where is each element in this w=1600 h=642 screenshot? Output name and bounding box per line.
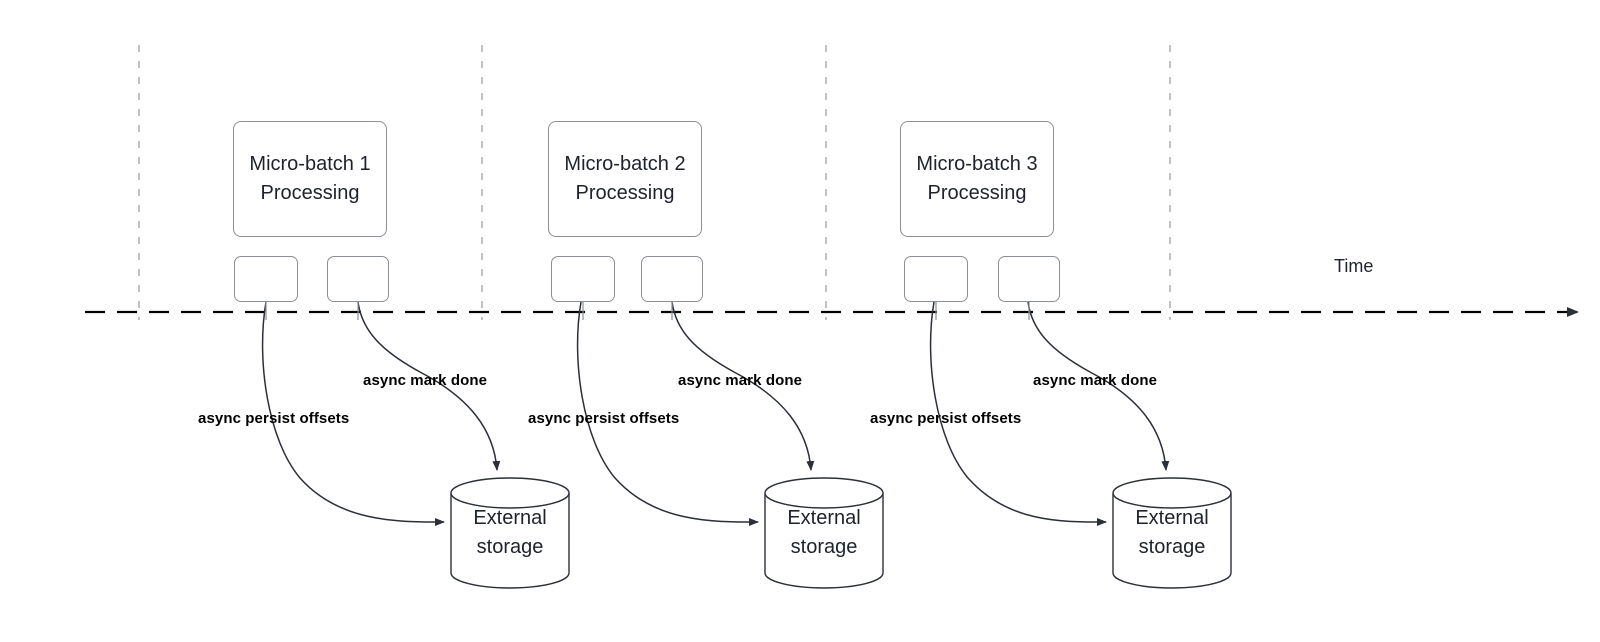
task-box-3b[interactable] (998, 256, 1060, 302)
micro-batch-box-1[interactable]: Micro-batch 1 Processing (233, 121, 387, 237)
time-axis-label: Time (1334, 256, 1374, 276)
task-timeline-connectors (265, 302, 1030, 320)
async-mark-done-3 (1027, 301, 1170, 471)
task-box-3a[interactable] (904, 256, 968, 302)
edges-group (261, 301, 1170, 527)
async-persist-offsets-2 (576, 301, 759, 527)
async-mark-done-1-label: async mark done (363, 372, 488, 389)
task-box-2b[interactable] (641, 256, 703, 302)
external-storage-cylinder-2 (764, 477, 884, 589)
async-mark-done-2-label: async mark done (678, 372, 803, 389)
async-persist-offsets-1-label: async persist offsets (198, 410, 350, 427)
async-mark-done-2 (671, 301, 815, 471)
task-box-2a[interactable] (551, 256, 615, 302)
async-persist-offsets-3-label: async persist offsets (870, 410, 1022, 427)
async-persist-offsets-1 (261, 301, 445, 527)
external-storage-cylinder-1 (450, 477, 570, 589)
async-persist-offsets-2-label: async persist offsets (528, 410, 680, 427)
async-mark-done-3-label: async mark done (1033, 372, 1158, 389)
micro-batch-box-3[interactable]: Micro-batch 3 Processing (900, 121, 1054, 237)
micro-batch-box-2[interactable]: Micro-batch 2 Processing (548, 121, 702, 237)
external-storage-cylinder-3 (1112, 477, 1232, 589)
task-box-1a[interactable] (234, 256, 298, 302)
time-guide-lines (138, 45, 1171, 320)
storage-cylinders (450, 477, 1232, 589)
async-mark-done-1 (357, 301, 501, 471)
task-box-1b[interactable] (327, 256, 389, 302)
async-persist-offsets-3 (929, 301, 1107, 527)
